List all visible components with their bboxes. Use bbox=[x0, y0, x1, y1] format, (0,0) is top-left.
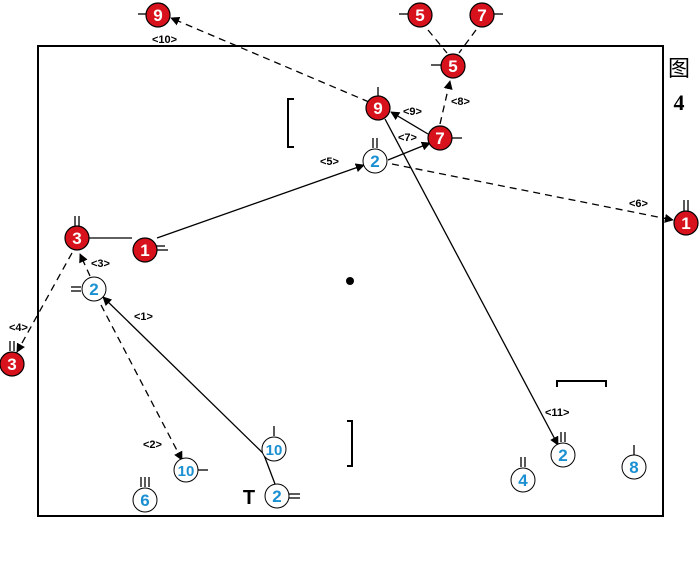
figure-label-number: 4 bbox=[673, 90, 685, 115]
red-player-label: 7 bbox=[435, 129, 444, 148]
blue-player-2-bottom: 2 bbox=[264, 483, 300, 509]
blue-player-label: 10 bbox=[266, 442, 283, 459]
center-spot bbox=[346, 277, 354, 285]
red-player-1-right-edge: 1 bbox=[673, 200, 699, 236]
red-player-label: 9 bbox=[373, 99, 382, 118]
red-player-5-mid: 5 bbox=[431, 53, 466, 79]
blue-player-2-left: 2 bbox=[71, 276, 107, 302]
blue-player-6-bottom-left: 6 bbox=[132, 477, 158, 513]
blue-player-2-right: 2 bbox=[550, 432, 576, 468]
red-player-label: 7 bbox=[477, 6, 486, 25]
red-player-7-top: 7 bbox=[469, 2, 503, 28]
blue-player-label: 2 bbox=[272, 487, 281, 506]
red-player-3-left-edge: 3 bbox=[0, 341, 25, 377]
blue-player-10-bottom: 10 bbox=[261, 426, 287, 462]
red-player-9-mid: 9 bbox=[365, 87, 391, 121]
blue-player-label: 8 bbox=[629, 458, 638, 477]
pass-label-4: <4> bbox=[9, 322, 28, 334]
pass-line-5 bbox=[156, 163, 365, 239]
pass-line-9 bbox=[390, 111, 429, 135]
court-boundary bbox=[37, 45, 664, 517]
red-player-label: 3 bbox=[7, 355, 16, 374]
blue-player-label: 2 bbox=[89, 280, 98, 299]
pass-label-2: <2> bbox=[143, 439, 162, 451]
move-line-bottom-2 bbox=[263, 454, 276, 485]
bracket-top-left bbox=[287, 98, 294, 148]
pass-label-1: <1> bbox=[134, 311, 153, 323]
pass-line-7 bbox=[387, 141, 431, 161]
blue-player-10-left: 10 bbox=[173, 457, 208, 483]
blue-player-label: 2 bbox=[558, 446, 567, 465]
red-player-label: 3 bbox=[72, 229, 81, 248]
red-player-label: 1 bbox=[681, 214, 690, 233]
pass-line-10 bbox=[170, 17, 370, 103]
pass-label-9: <9> bbox=[403, 106, 422, 118]
red-player-label: 9 bbox=[153, 6, 162, 25]
pass-label-11: <11> bbox=[545, 407, 569, 419]
move-line-5-top bbox=[427, 29, 448, 54]
blue-player-8-right: 8 bbox=[621, 445, 647, 480]
red-team: 9 5 7 5 9 7 3 bbox=[0, 2, 699, 377]
blue-team: 2 2 2 10 10 2 bbox=[71, 138, 647, 513]
move-line-7-top bbox=[458, 29, 477, 54]
red-player-5-top: 5 bbox=[399, 2, 433, 28]
red-player-1-center-left: 1 bbox=[132, 237, 168, 263]
blue-player-label: 2 bbox=[370, 152, 379, 171]
pass-line-3 bbox=[79, 253, 91, 277]
pass-line-4 bbox=[16, 252, 73, 353]
figure-label: 图 4 bbox=[662, 52, 696, 120]
red-player-7-mid: 7 bbox=[427, 125, 462, 151]
red-player-3-left: 3 bbox=[64, 216, 90, 251]
bracket-bottom-right bbox=[556, 380, 607, 387]
blue-player-2-center: 2 bbox=[362, 138, 388, 174]
blue-player-label: 6 bbox=[140, 491, 149, 510]
red-player-label: 5 bbox=[415, 6, 424, 25]
figure-label-cn: 图 bbox=[667, 56, 690, 81]
red-player-9-top-left: 9 bbox=[138, 2, 171, 28]
pass-line-8 bbox=[439, 80, 453, 125]
bracket-bottom-middle bbox=[347, 420, 353, 467]
coach-marker: T bbox=[243, 487, 255, 509]
pass-label-6: <6> bbox=[629, 198, 648, 210]
pass-label-8: <8> bbox=[451, 96, 470, 108]
pass-line-1 bbox=[102, 296, 271, 461]
pass-label-10: <10> bbox=[152, 34, 177, 46]
pass-label-3: <3> bbox=[91, 258, 110, 270]
pass-label-5: <5> bbox=[320, 156, 339, 168]
blue-player-label: 4 bbox=[518, 471, 528, 490]
red-player-label: 5 bbox=[448, 57, 457, 76]
pass-line-11 bbox=[384, 118, 559, 446]
red-player-label: 1 bbox=[140, 241, 149, 260]
blue-player-4-bottom-right: 4 bbox=[510, 457, 536, 493]
blue-player-label: 10 bbox=[178, 463, 195, 480]
pass-line-2 bbox=[100, 304, 183, 461]
pass-label-7: <7> bbox=[398, 132, 417, 144]
